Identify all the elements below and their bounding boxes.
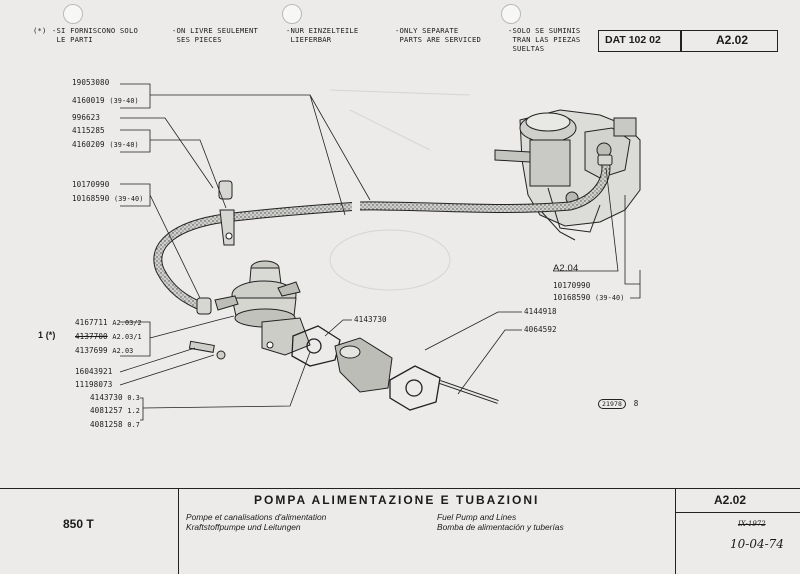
ref-4160019: 4160019 (39-40) (72, 96, 139, 105)
footer-code: A2.02 (714, 493, 747, 507)
carburetor-drawing (494, 109, 641, 241)
ref-10168590-left: 10168590 (39-40) (72, 194, 143, 203)
ref-4167711-note: A2.03/2 (112, 319, 142, 327)
ref-4137699: 4137699 A2.03 (75, 346, 133, 355)
header-code: A2.02 (716, 33, 749, 47)
ref-10168590-right: 10168590 (39-40) (553, 293, 624, 302)
ref-4167711: 4167711 A2.03/2 (75, 318, 142, 327)
ref-star-mark: 1 (*) (38, 330, 56, 340)
ref-4143730-upper: 4143730 (354, 315, 387, 324)
ref-10168590-left-note: (39-40) (114, 195, 144, 203)
fuel-pump-drawing (214, 260, 311, 356)
ref-4143730-lower-note: 0.3 (127, 394, 140, 402)
bleed-through-shadow (329, 89, 471, 291)
ref-4160019-note: (39-40) (109, 97, 139, 105)
figure-number: 21978 8 (598, 399, 639, 409)
ref-996623: 996623 (72, 113, 101, 122)
header-note-de: -NUR EINZELTEILE LIEFERBAR (286, 26, 359, 44)
ref-11198073: 11198073 (75, 380, 113, 389)
bolt-and-washer (188, 340, 226, 360)
ref-a204: A2.04 (553, 263, 579, 274)
handwritten-date: 10-04-74 (730, 537, 784, 551)
title-spanish: Bomba de alimentación y tuberías (437, 522, 564, 532)
ref-10168590-left-num: 10168590 (72, 194, 110, 203)
ref-4160209-note: (39-40) (109, 141, 139, 149)
binder-hole-right (501, 4, 521, 24)
handwritten-old-date: IX-1972 (738, 520, 766, 528)
title-german: Kraftstoffpumpe und Leitungen (186, 522, 301, 532)
header-note-en: -ONLY SEPARATE PARTS ARE SERVICED (395, 26, 482, 44)
ref-4081257: 4081257 1.2 (90, 406, 140, 415)
title-english: Fuel Pump and Lines (437, 512, 517, 522)
ref-10168590-right-note: (39-40) (595, 294, 625, 302)
header-note-fr: -ON LIVRE SEULEMENT SES PIECES (172, 26, 259, 44)
footer-divider-2 (675, 488, 676, 574)
model-name: 850 T (63, 517, 94, 531)
header-note-it: -SI FORNISCONO SOLO LE PARTI (52, 26, 139, 44)
footer-right-rule (675, 512, 800, 513)
ref-4144918: 4144918 (524, 307, 557, 316)
title-french: Pompe et canalisations d'alimentation (186, 512, 327, 522)
ref-10170990-right: 10170990 (553, 281, 591, 290)
ref-10170990-left: 10170990 (72, 180, 110, 189)
ref-4160019-num: 4160019 (72, 96, 105, 105)
ref-4115285: 4115285 (72, 126, 105, 135)
ref-4167711-num: 4167711 (75, 318, 108, 327)
ref-10168590-right-num: 10168590 (553, 293, 591, 302)
spacer-block (334, 337, 393, 393)
dat-label: DAT 102 02 (605, 34, 661, 46)
figure-number-suffix: 8 (633, 399, 639, 408)
ref-4081258-note: 0.7 (127, 421, 140, 429)
ref-4143730-lower-num: 4143730 (90, 393, 123, 402)
hose-clamps (196, 154, 613, 315)
footer-divider-1 (178, 488, 179, 574)
code-box (680, 30, 778, 52)
ref-4081258-num: 4081258 (90, 420, 123, 429)
ref-4143730-lower: 4143730 0.3 (90, 393, 140, 402)
ref-19053080: 19053080 (72, 78, 110, 87)
ref-4081257-note: 1.2 (127, 407, 140, 415)
ref-4137700-num: 4137700 (75, 332, 108, 341)
ref-4160209-num: 4160209 (72, 140, 105, 149)
ref-4081257-num: 4081257 (90, 406, 123, 415)
ref-16043921: 16043921 (75, 367, 113, 376)
ref-4160209: 4160209 (39-40) (72, 140, 139, 149)
ref-4137699-note: A2.03 (112, 347, 134, 355)
ref-4137700-note: A2.03/1 (112, 333, 142, 341)
ref-4081258: 4081258 0.7 (90, 420, 140, 429)
binder-hole-left (63, 4, 83, 24)
gaskets (291, 325, 441, 411)
leader-lines (119, 83, 641, 421)
ref-4137700: 4137700 A2.03/1 (75, 332, 142, 341)
page-title: POMPA ALIMENTAZIONE E TUBAZIONI (254, 493, 540, 507)
figure-number-box: 21978 (598, 399, 627, 409)
ref-4064592: 4064592 (524, 325, 557, 334)
ref-4137699-num: 4137699 (75, 346, 108, 355)
footer-top-rule (0, 488, 800, 489)
binder-hole-middle (282, 4, 302, 24)
dat-box (598, 30, 682, 52)
header-mark: (*) (33, 26, 47, 35)
header-note-es: -SOLO SE SUMINIS TRAN LAS PIEZAS SUELTAS (508, 26, 581, 53)
